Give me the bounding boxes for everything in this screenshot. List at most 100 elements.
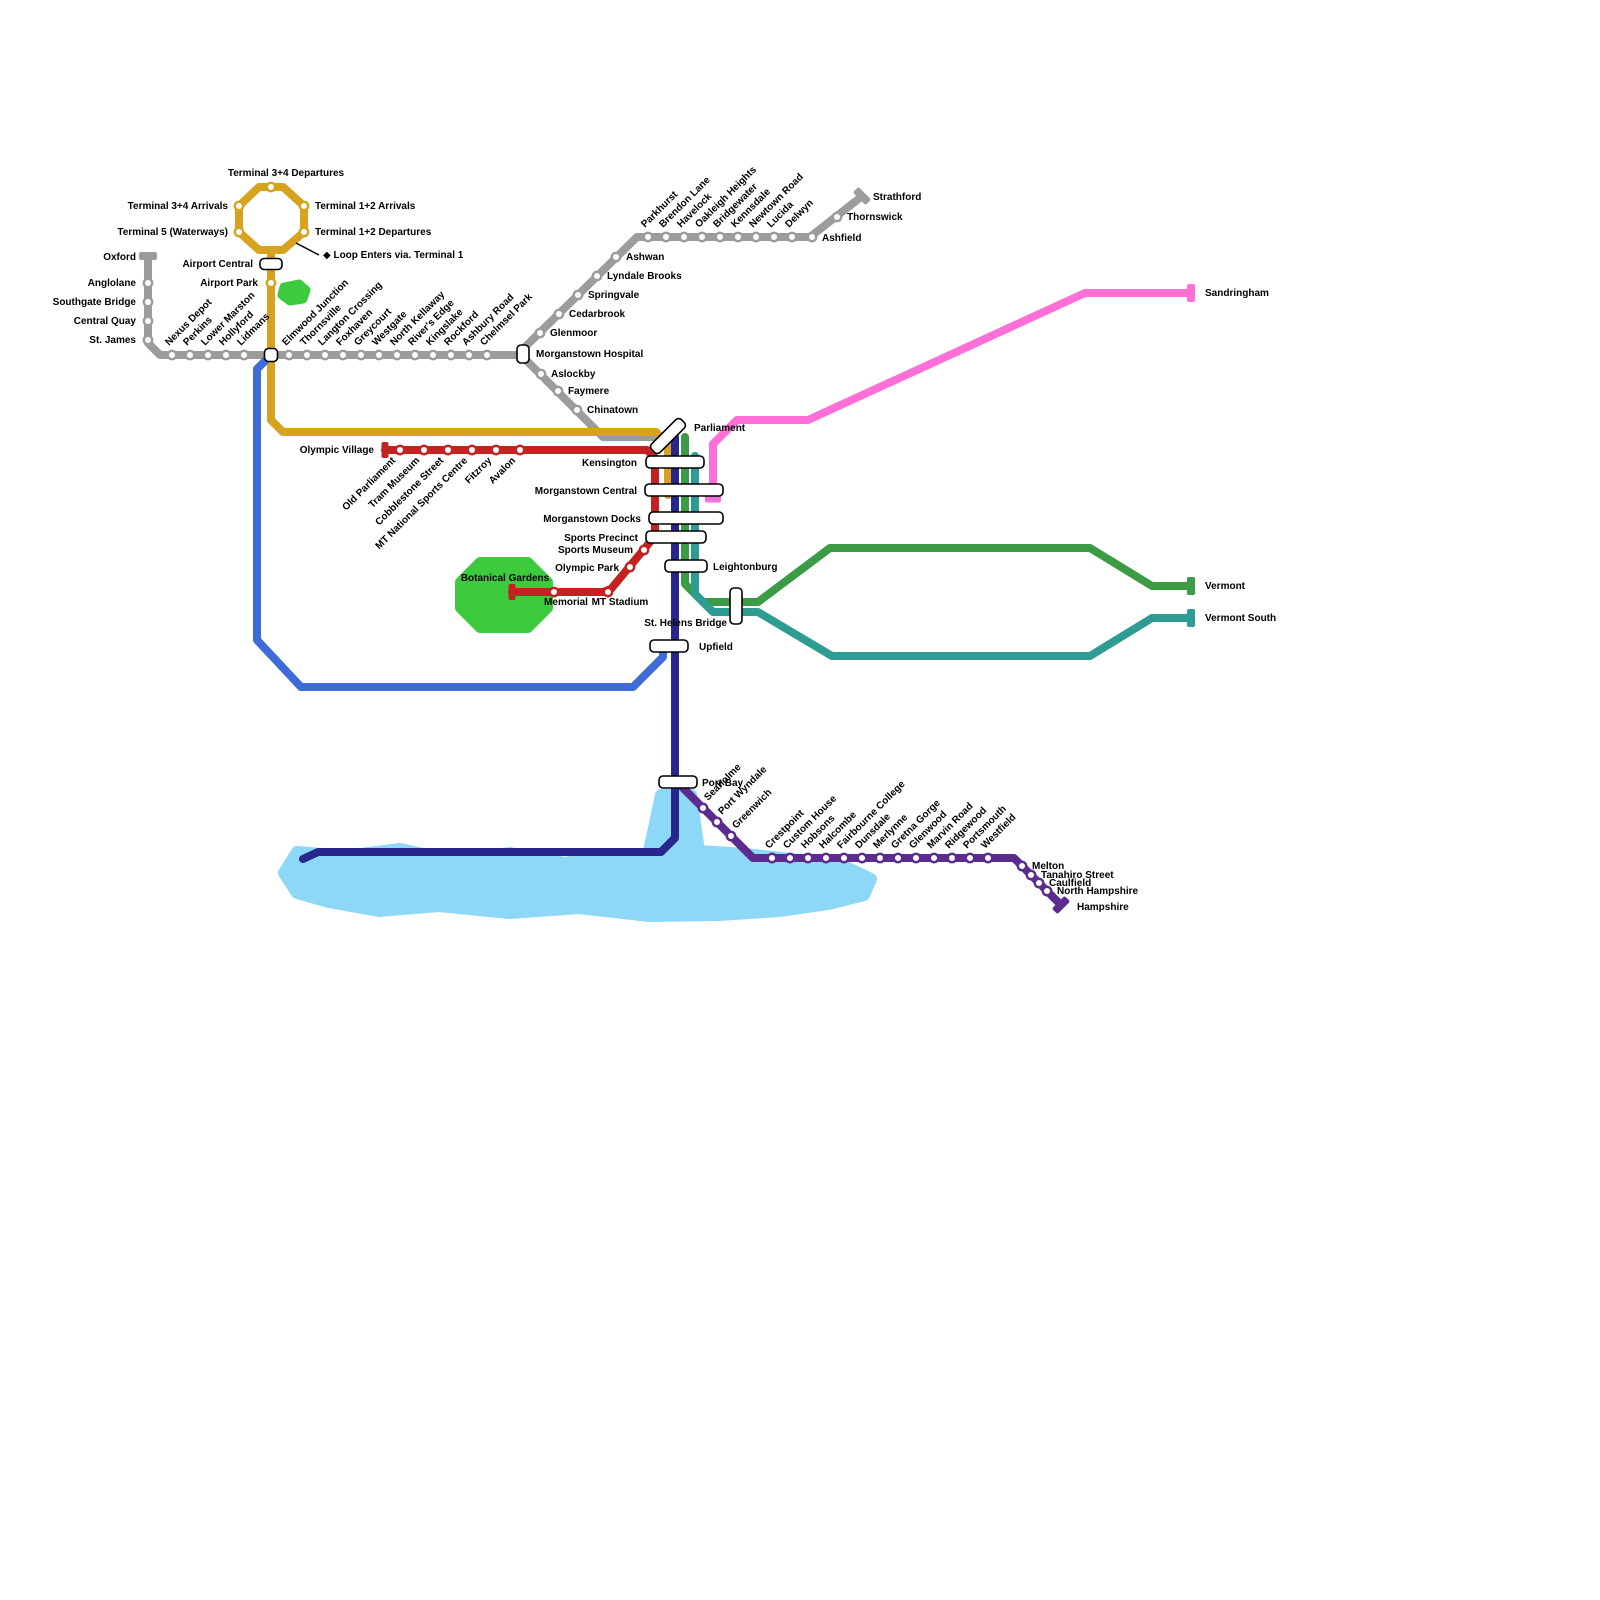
station-label-thornswick: Thornswick <box>847 212 903 223</box>
station-label-glenmoor: Glenmoor <box>550 328 597 339</box>
station-mt-stadium <box>602 586 614 598</box>
station-label-central-quay: Central Quay <box>74 316 137 327</box>
station-label-upfield: Upfield <box>699 642 733 653</box>
station-foxhaven <box>337 349 349 361</box>
sandringham-terminus-cap <box>1187 284 1195 302</box>
station-parkhurst <box>642 231 654 243</box>
station-central-quay <box>142 315 154 327</box>
station-label-olympic-village: Olympic Village <box>300 445 375 456</box>
oxford-terminus-cap <box>139 252 157 260</box>
station-perkins <box>184 349 196 361</box>
station-ridgewood <box>946 852 958 864</box>
station-label-st-james: St. James <box>89 335 136 346</box>
station-faymere <box>552 385 564 397</box>
station-upfield <box>649 639 689 653</box>
station-label-cedarbrook: Cedarbrook <box>569 309 626 320</box>
station-label-mt-stadium: MT Stadium <box>592 597 649 608</box>
station-southgate-bridge <box>142 296 154 308</box>
area-label-botanical-gardens: Botanical Gardens <box>461 573 550 584</box>
station-lower-marston <box>202 349 214 361</box>
station-label-springvale: Springvale <box>588 290 640 301</box>
station-label-olympic-park: Olympic Park <box>555 563 619 574</box>
airport-park-green <box>277 279 311 306</box>
station-terminal-1-2-departures <box>298 226 310 238</box>
station-label-lyndale-brooks: Lyndale Brooks <box>607 271 682 282</box>
station-oakleigh-heights <box>696 231 708 243</box>
station-label-morganstown-hospital: Morganstown Hospital <box>536 349 643 360</box>
botanical-gardens-park <box>455 557 553 633</box>
airport-line-gold <box>267 246 672 499</box>
hampshire-terminus-cap <box>1052 896 1070 914</box>
station-tram-museum <box>418 444 430 456</box>
station-glenwood <box>910 852 922 864</box>
station-greycourt <box>355 349 367 361</box>
station-ashwan <box>610 251 622 263</box>
station-cobblestone-street <box>442 444 454 456</box>
station-label-caulfield: Caulfield <box>1049 878 1091 889</box>
vermont-south-line-teal <box>691 452 1194 660</box>
station-morganstown-hospital <box>516 344 530 364</box>
bay-water <box>278 789 877 922</box>
station-hollyford <box>220 349 232 361</box>
station-thornswick <box>831 211 843 223</box>
station-label-strathford: Strathford <box>873 192 921 203</box>
station-st-james <box>142 334 154 346</box>
station-thornsville <box>301 349 313 361</box>
station-ashfield <box>806 231 818 243</box>
station-lyndale-brooks <box>591 270 603 282</box>
station-label-aslockby: Aslockby <box>551 369 596 380</box>
station-newtown-road <box>750 231 762 243</box>
station-ashbury-road <box>463 349 475 361</box>
station-memorial <box>548 586 560 598</box>
station-kensington <box>645 455 705 469</box>
station-label-terminal-1-2-departures: Terminal 1+2 Departures <box>315 227 432 238</box>
southeast-link-gray <box>522 356 667 441</box>
coastal-line-navy <box>299 433 679 863</box>
station-dunsdale <box>856 852 868 864</box>
note-pointer-line <box>295 242 320 256</box>
station-label-oxford: Oxford <box>103 252 136 263</box>
station-fitzroy <box>490 444 502 456</box>
vermont-south-terminus-cap <box>1187 609 1195 627</box>
station-port-wyndale <box>711 816 723 828</box>
station-label-airport-park: Airport Park <box>200 278 258 289</box>
station-cedarbrook <box>553 308 565 320</box>
station-westgate <box>373 349 385 361</box>
station-label-vermont-south: Vermont South <box>1205 613 1276 624</box>
station-havelock <box>678 231 690 243</box>
station-leightonburg <box>664 559 708 573</box>
station-caulfield <box>1033 877 1045 889</box>
station-label-anglolane: Anglolane <box>88 278 137 289</box>
station-kingslake <box>427 349 439 361</box>
memorial-branch-terminus-cap <box>508 584 516 600</box>
station-nexus-depot <box>166 349 178 361</box>
station-label-leightonburg: Leightonburg <box>713 562 777 573</box>
station-airport-park <box>265 277 277 289</box>
station-label-ashfield: Ashfield <box>822 233 861 244</box>
station-marvin-road <box>928 852 940 864</box>
olympic-village-terminus-cap <box>381 442 389 458</box>
station-morganstown-docks <box>648 511 724 525</box>
station-hobsons <box>802 852 814 864</box>
station-label-terminal-3-4-arrivals: Terminal 3+4 Arrivals <box>128 201 229 212</box>
airport-terminal-loop <box>235 183 308 254</box>
strathford-terminus-cap <box>853 187 871 205</box>
station-kennsdale <box>732 231 744 243</box>
station-glenmoor <box>534 327 546 339</box>
station-label-southgate-bridge: Southgate Bridge <box>53 297 137 308</box>
station-tanahiro-street <box>1025 869 1037 881</box>
station-old-parliament <box>394 444 406 456</box>
station-aslockby <box>535 368 547 380</box>
station-north-hampshire <box>1041 885 1053 897</box>
station-label-sports-precinct: Sports Precinct <box>564 533 639 544</box>
loop-entry-note: ◆ Loop Enters via. Terminal 1 <box>323 250 464 261</box>
station-brendon-lane <box>660 231 672 243</box>
station-terminal-3-4-departures <box>265 181 277 193</box>
station-terminal-1-2-arrivals <box>298 200 310 212</box>
station-langton-crossing <box>319 349 331 361</box>
station-chinatown <box>571 404 583 416</box>
station-rockford <box>445 349 457 361</box>
station-label-melton: Melton <box>1032 861 1064 872</box>
station-label-terminal-1-2-arrivals: Terminal 1+2 Arrivals <box>315 201 416 212</box>
